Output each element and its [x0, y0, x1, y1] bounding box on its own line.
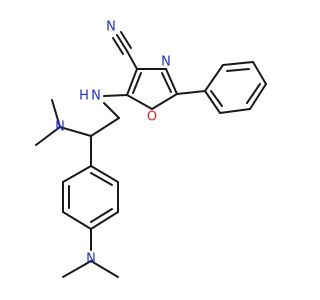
structure-diagram: N N O H N N N: [35, 20, 267, 278]
molecule-canvas: N N O H N N N: [35, 19, 267, 278]
amine-n-label: N: [91, 89, 101, 104]
dimethylamine-n-bottom-label: N: [86, 252, 96, 267]
amine-linker: [35, 94, 128, 167]
nitrile-n-label: N: [106, 20, 116, 35]
oxazole-ring: [126, 68, 178, 110]
nitrile-group: [112, 31, 138, 70]
amine-h-label: H: [79, 89, 89, 104]
oxazole-n-label: N: [161, 55, 171, 70]
phenyl-ring: [176, 61, 267, 114]
dimethylaminophenyl-ring: [62, 165, 119, 278]
oxazole-o-label: O: [147, 110, 157, 125]
dimethylamine-n-top-label: N: [55, 120, 65, 135]
